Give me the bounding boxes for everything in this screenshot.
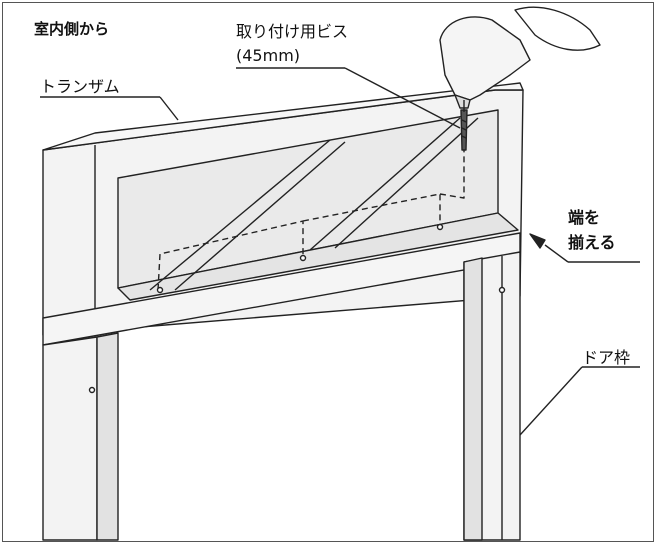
transom-label: トランザム xyxy=(40,77,120,96)
door-frame-left-jamb xyxy=(42,336,98,541)
door-frame-label: ドア枠 xyxy=(582,348,631,367)
drill xyxy=(439,16,531,101)
transom-top-face xyxy=(42,82,524,151)
align-edges-label: 端を 揃える xyxy=(568,205,616,255)
align-label-line1: 端を xyxy=(568,208,601,227)
screw-label-line1: 取り付け用ビス xyxy=(236,22,349,41)
screw-label: 取り付け用ビス (45mm) xyxy=(236,20,348,68)
screw-guide-line xyxy=(157,140,465,291)
view-direction-label: 室内側から xyxy=(34,20,110,38)
hand xyxy=(514,6,601,51)
transom-sill xyxy=(117,212,519,301)
screw-label-line2: (45mm) xyxy=(236,46,301,65)
screw xyxy=(460,109,468,151)
align-label-line2: 揃える xyxy=(568,233,616,252)
